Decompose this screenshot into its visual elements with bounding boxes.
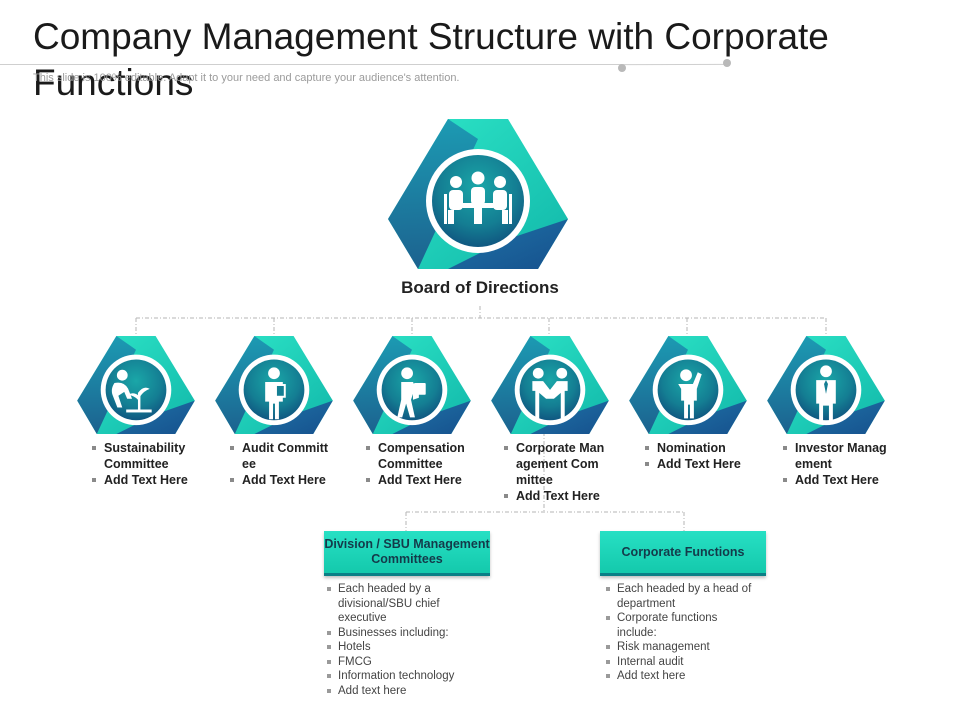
- handshake-icon: [532, 367, 568, 419]
- person-carrying-box-icon: [397, 367, 426, 418]
- committee-node: [629, 336, 747, 434]
- header-divider-dot: [618, 64, 626, 72]
- businessman-tie-icon: [816, 365, 836, 422]
- person-waving-icon: [678, 369, 702, 419]
- board-node: [388, 119, 568, 269]
- committee-text-item: Investor Management: [783, 440, 887, 472]
- corporate-detail-item: Corporate functions include:: [605, 611, 755, 640]
- division-sbu-details: Each headed by a divisional/SBU chief ex…: [326, 582, 476, 698]
- committee-text-item: Compensation Committee: [366, 440, 470, 472]
- division-detail-item: Hotels: [326, 640, 476, 655]
- committee-text-item: Add Text Here: [230, 472, 334, 488]
- header-divider-dot-right: [723, 59, 731, 67]
- division-detail-item: FMCG: [326, 655, 476, 670]
- committee-node: [491, 336, 609, 434]
- page-subtitle: This slide is 100% editable. Adapt it to…: [33, 72, 460, 84]
- division-detail-item: Add text here: [326, 684, 476, 699]
- division-sbu-title: Division / SBU Management Committees: [324, 537, 490, 566]
- planting-person-icon: [111, 369, 152, 413]
- committee-text-item: Add Text Here: [366, 472, 470, 488]
- committee-text-item: Corporate Management Committee: [504, 440, 608, 488]
- division-sbu-box: Division / SBU Management Committees: [324, 531, 490, 576]
- corporate-detail-item: Risk management: [605, 640, 755, 655]
- committee-text-item: Audit Committee: [230, 440, 334, 472]
- committee-text-item: Add Text Here: [92, 472, 196, 488]
- committee-node: [215, 336, 333, 434]
- committee-text-item: Sustainability Committee: [92, 440, 196, 472]
- committee-node: [77, 336, 195, 434]
- committee-node: [353, 336, 471, 434]
- page-title: Company Management Structure with Corpor…: [33, 16, 829, 103]
- committee-text-item: Add Text Here: [783, 472, 887, 488]
- corporate-detail-item: Each headed by a head of department: [605, 582, 755, 611]
- corporate-detail-item: Internal audit: [605, 655, 755, 670]
- board-label: Board of Directions: [401, 278, 559, 297]
- committee-text-item: Nomination: [645, 440, 749, 456]
- committee-text-item: Add Text Here: [645, 456, 749, 472]
- corporate-functions-box: Corporate Functions: [600, 531, 766, 576]
- corporate-functions-title: Corporate Functions: [621, 544, 745, 559]
- division-detail-item: Information technology: [326, 669, 476, 684]
- corporate-detail-item: Add text here: [605, 669, 755, 684]
- header-divider-line: [0, 64, 622, 65]
- committee-node: [767, 336, 885, 434]
- division-detail-item: Businesses including:: [326, 626, 476, 641]
- division-detail-item: Each headed by a divisional/SBU chief ex…: [326, 582, 476, 626]
- person-clipboard-icon: [265, 367, 286, 420]
- meeting-group-icon: [444, 171, 512, 224]
- committee-text-item: Add Text Here: [504, 488, 608, 504]
